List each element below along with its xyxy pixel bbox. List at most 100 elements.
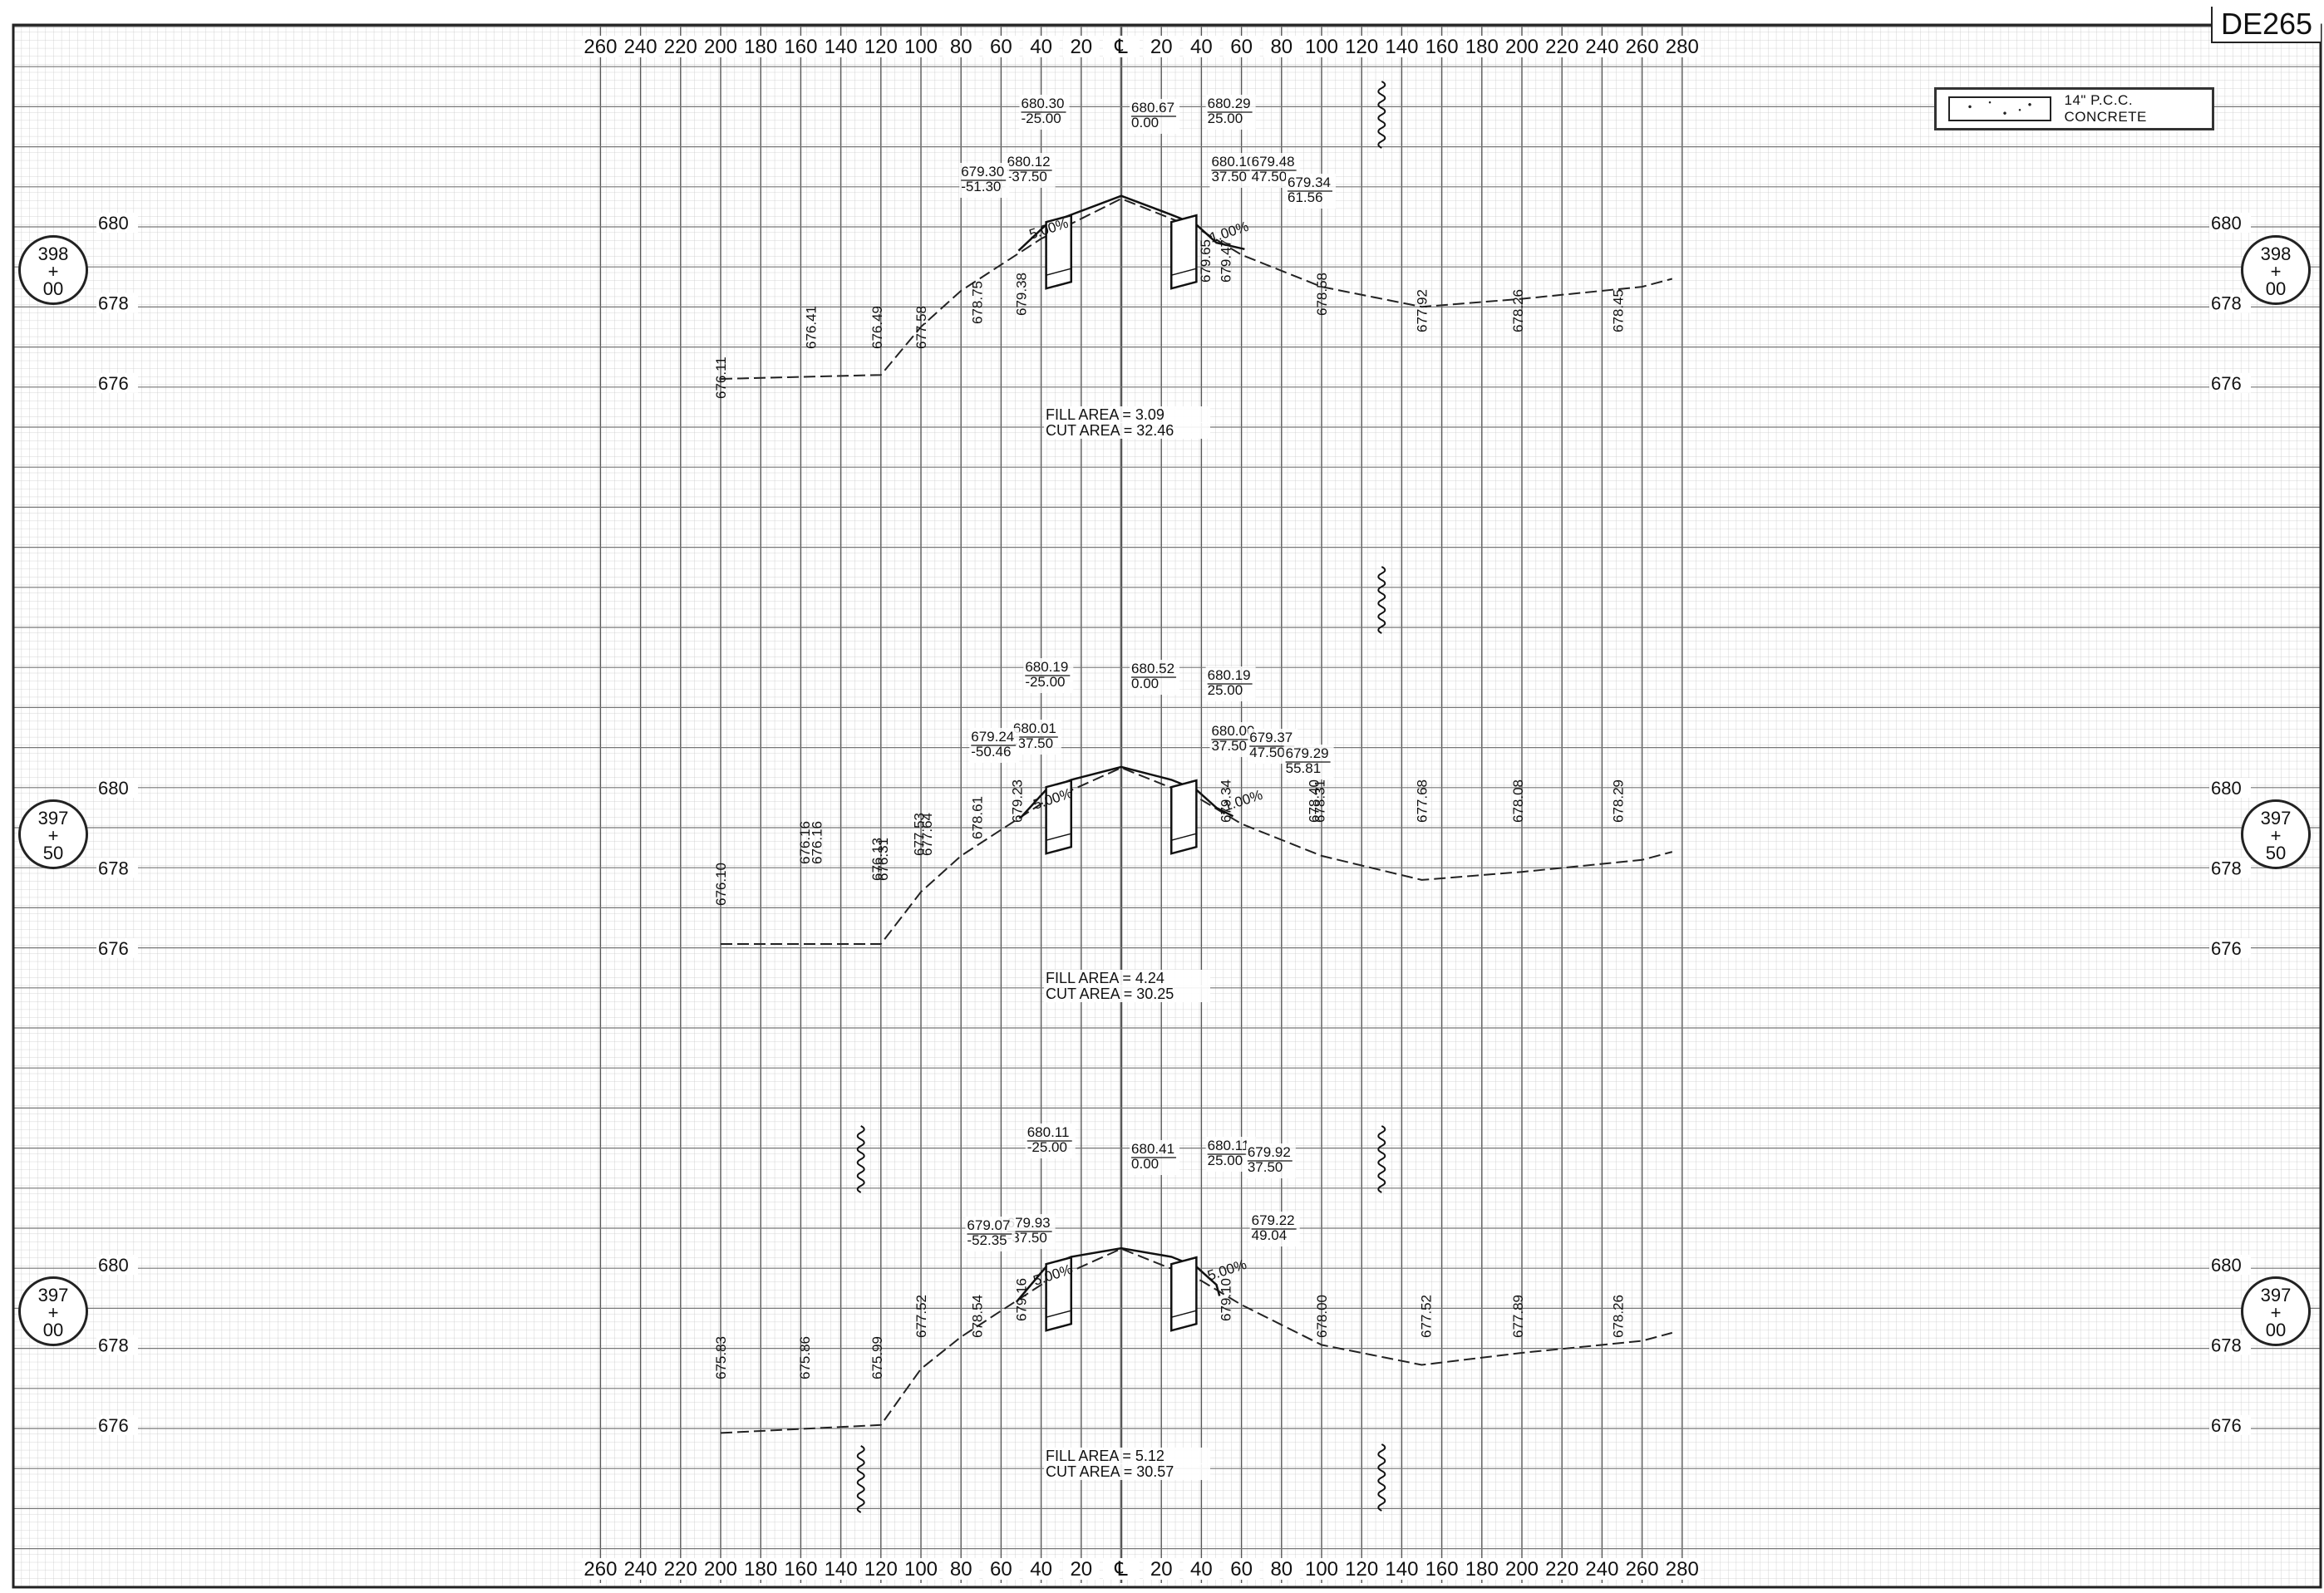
area-text-bg xyxy=(1044,986,1210,1002)
existing-ground-line xyxy=(720,198,1673,380)
bottom-axis-label: 80 xyxy=(1270,1558,1292,1581)
concrete-block xyxy=(1170,1256,1198,1332)
bottom-axis-label: 40 xyxy=(1030,1558,1052,1581)
bottom-axis-label: 220 xyxy=(1545,1558,1578,1581)
bottom-axis-label: 100 xyxy=(904,1558,938,1581)
axis-label-bg xyxy=(702,1558,739,1580)
elevation-callout: 679.30-51.30 xyxy=(961,164,1004,194)
top-axis-label: 220 xyxy=(664,36,697,58)
bottom-axis-label: 20 xyxy=(1070,1558,1092,1581)
axis-label-bg xyxy=(862,1558,899,1580)
axis-label-bg xyxy=(1143,36,1180,57)
elev-label-bg xyxy=(2209,1335,2251,1355)
elev-label-right: 676 xyxy=(2211,1415,2242,1436)
axis-label-bg xyxy=(1022,36,1060,57)
ground-elevation-label: 678.08 xyxy=(1510,779,1526,823)
bottom-axis-label: 60 xyxy=(990,1558,1012,1581)
section-labels: 680.30-25.00680.12-37.50679.30-51.30680.… xyxy=(713,95,1627,1480)
break-lines xyxy=(856,81,1386,1513)
axis-label-bg xyxy=(903,1558,939,1580)
elev-label-bg xyxy=(96,858,138,878)
axis-label-bg xyxy=(1544,36,1581,57)
axis-label-bg xyxy=(1463,36,1500,57)
top-axis-label: 260 xyxy=(583,36,617,58)
axis-label-bg xyxy=(1663,1558,1701,1580)
axis-label-bg xyxy=(1343,1558,1381,1580)
station-bubble-left-397-00: 397 + 00 xyxy=(18,1276,88,1346)
top-axis-label: ℄ xyxy=(1114,36,1128,58)
axis-label-bg xyxy=(1103,36,1140,57)
bottom-axis-label: 200 xyxy=(1505,1558,1539,1581)
concrete-block xyxy=(1170,779,1198,855)
top-axis-label: 80 xyxy=(950,36,972,58)
top-axis-label: 100 xyxy=(904,36,938,58)
top-axis-label: 80 xyxy=(1270,36,1292,58)
bottom-axis-label: 180 xyxy=(744,1558,777,1581)
axis-label-bg xyxy=(1183,36,1220,57)
elev-label-bg xyxy=(2209,372,2251,393)
elev-label-right: 680 xyxy=(2211,778,2242,799)
top-axis-label: 280 xyxy=(1666,36,1699,58)
fine-grid xyxy=(13,25,2321,1587)
axis-label-bg xyxy=(1583,1558,1621,1580)
top-axis-label: 120 xyxy=(864,36,898,58)
ground-elevation-label: 678.26 xyxy=(1611,1295,1627,1338)
axis-label-bg xyxy=(982,1558,1020,1580)
axis-label-bg xyxy=(1423,1558,1460,1580)
axis-label-bg xyxy=(1303,1558,1340,1580)
ground-elevation-label: 676.10 xyxy=(713,863,729,906)
elev-label-left: 680 xyxy=(98,778,129,799)
axis-label-bg xyxy=(1383,1558,1420,1580)
bottom-axis-label: 100 xyxy=(1305,1558,1338,1581)
axis-label-bg xyxy=(822,1558,859,1580)
bottom-axis-label: ℄ xyxy=(1114,1558,1128,1581)
axis-label-bg xyxy=(742,1558,780,1580)
ground-elevation-label: 679.23 xyxy=(1010,779,1026,823)
bottom-axis-label: 60 xyxy=(1230,1558,1253,1581)
ground-elevation-label: 677.58 xyxy=(913,306,929,349)
elev-label-right: 680 xyxy=(2211,1255,2242,1276)
top-axis-label: 200 xyxy=(704,36,737,58)
ground-elevation-label: 678.58 xyxy=(1314,273,1330,316)
bottom-axis-label: 240 xyxy=(1585,1558,1618,1581)
ground-elevation-label: 677.89 xyxy=(1510,1295,1526,1338)
break-line-icon xyxy=(1377,566,1386,634)
concrete-base-line xyxy=(1171,833,1197,841)
axis-label-bg xyxy=(943,36,980,57)
elev-label-bg xyxy=(96,1414,138,1435)
bottom-axis-label: 140 xyxy=(1385,1558,1418,1581)
ground-elevation-label: 675.99 xyxy=(869,1336,885,1379)
existing-ground-line xyxy=(720,1247,1673,1434)
elev-label-bg xyxy=(96,372,138,393)
axis-label-bg xyxy=(1303,36,1340,57)
elev-label-right: 678 xyxy=(2211,293,2242,313)
concrete-base-line xyxy=(1171,268,1197,276)
elev-label-bg xyxy=(96,1255,138,1275)
area-text-bg xyxy=(1044,422,1210,439)
elev-label-bg xyxy=(96,937,138,958)
bottom-axis-label: 120 xyxy=(864,1558,898,1581)
elev-label-left: 680 xyxy=(98,213,129,234)
elev-label-right: 680 xyxy=(2211,213,2242,234)
ground-elevation-label: 678.75 xyxy=(969,281,985,324)
ground-elevation-label: 678.61 xyxy=(969,796,985,839)
elev-label-bg xyxy=(2209,213,2251,233)
axis-label-bg xyxy=(1383,36,1420,57)
bottom-axis-label: 120 xyxy=(1345,1558,1378,1581)
elev-label-left: 678 xyxy=(98,858,129,878)
sheet-border xyxy=(12,23,2322,1589)
elev-label-bg xyxy=(2209,778,2251,798)
ground-elevation-label: 676.16 xyxy=(810,821,825,864)
ground-elevation-label: 677.68 xyxy=(1415,779,1430,823)
ground-elevation-label: 677.92 xyxy=(1415,289,1430,332)
concrete-base-line xyxy=(1046,268,1071,276)
elevation-callout: 680.30-25.00 xyxy=(1022,96,1065,126)
concrete-block xyxy=(1170,214,1198,290)
bottom-axis-label: 160 xyxy=(784,1558,817,1581)
